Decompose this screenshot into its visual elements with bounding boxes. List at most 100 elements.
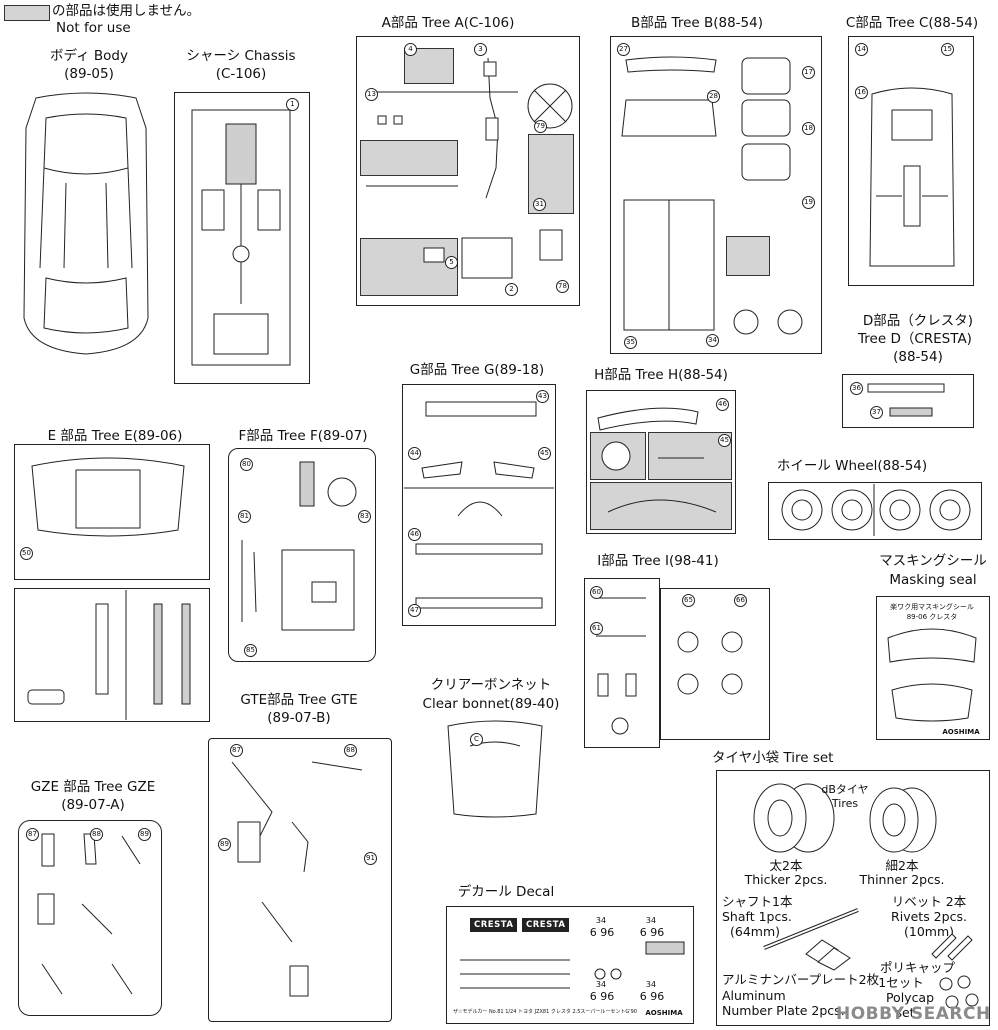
part-number-47: 47 — [408, 604, 421, 617]
rivet-jp: リベット 2本 — [891, 894, 967, 909]
decal-cresta-logo-2: CRESTA — [522, 918, 570, 932]
masking-sheet-sub: 89-06 クレスタ — [906, 613, 958, 621]
tree-e-lower-drawing — [27, 590, 191, 720]
rivet-en: Rivets 2pcs. — [891, 909, 967, 924]
tire-thick-drawing — [753, 783, 835, 853]
part-number-3: 3 — [474, 43, 487, 56]
rivet-drawing — [931, 933, 973, 961]
shaft-en: Shaft 1pcs. — [722, 909, 792, 924]
masking-shapes-drawing — [887, 628, 977, 722]
shaft-drawing — [763, 908, 859, 950]
part-number-17: 17 — [802, 66, 815, 79]
tree-d-parts-drawing — [867, 383, 945, 417]
number-plate-en2: Number Plate 2pcs. — [722, 1003, 845, 1018]
tire-thin-drawing — [869, 787, 937, 853]
part-number-79: 79 — [534, 120, 547, 133]
part-number-27: 27 — [617, 43, 630, 56]
chassis-label: シャーシ Chassis — [186, 48, 296, 64]
part-number-43: 43 — [536, 390, 549, 403]
part-number-60: 60 — [590, 586, 603, 599]
tree-f-title: F部品 Tree F(89-07) — [238, 428, 368, 444]
wheel-title: ホイール Wheel(88-54) — [776, 458, 928, 474]
thick-tire-jp: 太2本 — [769, 858, 803, 873]
decal-cresta-logo-1: CRESTA — [470, 918, 518, 932]
tree-d-title-en: Tree D（CRESTA) — [858, 331, 972, 347]
clear-bonnet-label-jp: クリアーボンネット — [430, 677, 552, 693]
tree-a-parts-drawing — [366, 57, 573, 279]
thick-tire-en: Thicker 2pcs. — [744, 872, 828, 887]
part-number-88: 88 — [344, 744, 357, 757]
tree-f-parts-drawing — [241, 461, 357, 631]
masking-title-jp: マスキングシール — [879, 553, 987, 569]
rivet-length: (10mm) — [903, 924, 954, 939]
tree-b-part24-gray — [726, 236, 770, 276]
polycap-en2: set — [895, 1005, 915, 1020]
part-number-19: 19 — [802, 196, 815, 209]
part-number-4: 4 — [404, 43, 417, 56]
tree-e-roof-drawing — [31, 457, 185, 537]
decal-brand: AOSHIMA — [645, 1009, 683, 1017]
part-number-46h: 46 — [716, 398, 729, 411]
part-number-35: 35 — [624, 336, 637, 349]
body-shell-drawing — [23, 92, 149, 355]
number-plate-en1: Aluminum — [722, 988, 786, 1003]
part-number-87: 87 — [230, 744, 243, 757]
tree-gte-code: (89-07-B) — [267, 710, 331, 726]
tree-h-lower-gray — [590, 482, 732, 530]
part-number-65: 65 — [682, 594, 695, 607]
decal-footer: ザ☆モデルカー No.81 1/24 トヨタ JZX81 クレスタ 2.5スーパ… — [453, 1009, 637, 1015]
part-number-15: 15 — [941, 43, 954, 56]
tree-c-title: C部品 Tree C(88-54) — [845, 15, 979, 31]
part-number-37: 37 — [870, 406, 883, 419]
tree-g-parts-drawing — [404, 401, 554, 609]
chassis-drawing — [191, 109, 291, 366]
part-number-89z: 89 — [138, 828, 151, 841]
part-number-13: 13 — [365, 88, 378, 101]
tree-g-title: G部品 Tree G(89-18) — [409, 362, 545, 378]
body-label: ボディ Body — [50, 48, 128, 64]
thin-tire-jp: 細2本 — [885, 858, 919, 873]
part-number-5: 5 — [445, 256, 458, 269]
tire-set-title: タイヤ小袋 Tire set — [712, 750, 834, 766]
masking-sheet-title: 楽ワク用マスキングシール — [890, 603, 974, 611]
clear-bonnet-label-en: Clear bonnet(89-40) — [422, 696, 560, 712]
tree-h-title: H部品 Tree H(88-54) — [594, 367, 728, 383]
tree-i-parts-drawing — [596, 597, 743, 735]
part-number-1: 1 — [286, 98, 299, 111]
wheel-parts-drawing — [781, 484, 971, 536]
part-number-81: 81 — [238, 510, 251, 523]
tree-i-title: I部品 Tree I(98-41) — [597, 553, 719, 569]
part-number-2: 2 — [505, 283, 518, 296]
part-number-89: 89 — [218, 838, 231, 851]
decal-title: デカール Decal — [457, 884, 555, 900]
part-number-14: 14 — [855, 43, 868, 56]
decal-plate-top-2: 34 — [645, 916, 657, 925]
part-number-34: 34 — [706, 334, 719, 347]
part-number-87z: 87 — [26, 828, 39, 841]
decal-plate-top-4: 34 — [645, 980, 657, 989]
masking-brand: AOSHIMA — [942, 728, 980, 736]
tires-label-jp: dBタイヤ — [821, 783, 869, 796]
clear-bonnet-drawing — [447, 720, 543, 818]
number-plate-drawing — [805, 939, 851, 971]
part-number-50: 50 — [20, 547, 33, 560]
decal-plate-num-1: 6 96 — [589, 926, 615, 939]
part-number-28: 28 — [707, 90, 720, 103]
legend-text-jp: の部品は使用しません。 — [52, 3, 201, 19]
tree-b-parts-drawing — [621, 56, 803, 335]
body-code: (89-05) — [64, 66, 114, 82]
polycap-en1: Polycap — [885, 990, 935, 1005]
chassis-code: (C-106) — [215, 66, 267, 82]
part-number-16: 16 — [855, 86, 868, 99]
decal-misc-drawing — [460, 941, 685, 989]
tree-i-frame — [584, 578, 660, 748]
tires-label-en: Tires — [831, 797, 859, 810]
tree-gze-title: GZE 部品 Tree GZE — [30, 779, 156, 795]
part-number-80: 80 — [240, 458, 253, 471]
tree-i-right-frame — [660, 588, 770, 740]
tree-h-parts-drawing — [597, 407, 717, 513]
part-number-44: 44 — [408, 447, 421, 460]
tree-d-code: (88-54) — [893, 349, 943, 365]
part-number-78: 78 — [556, 280, 569, 293]
shaft-length: (64mm) — [730, 924, 781, 939]
